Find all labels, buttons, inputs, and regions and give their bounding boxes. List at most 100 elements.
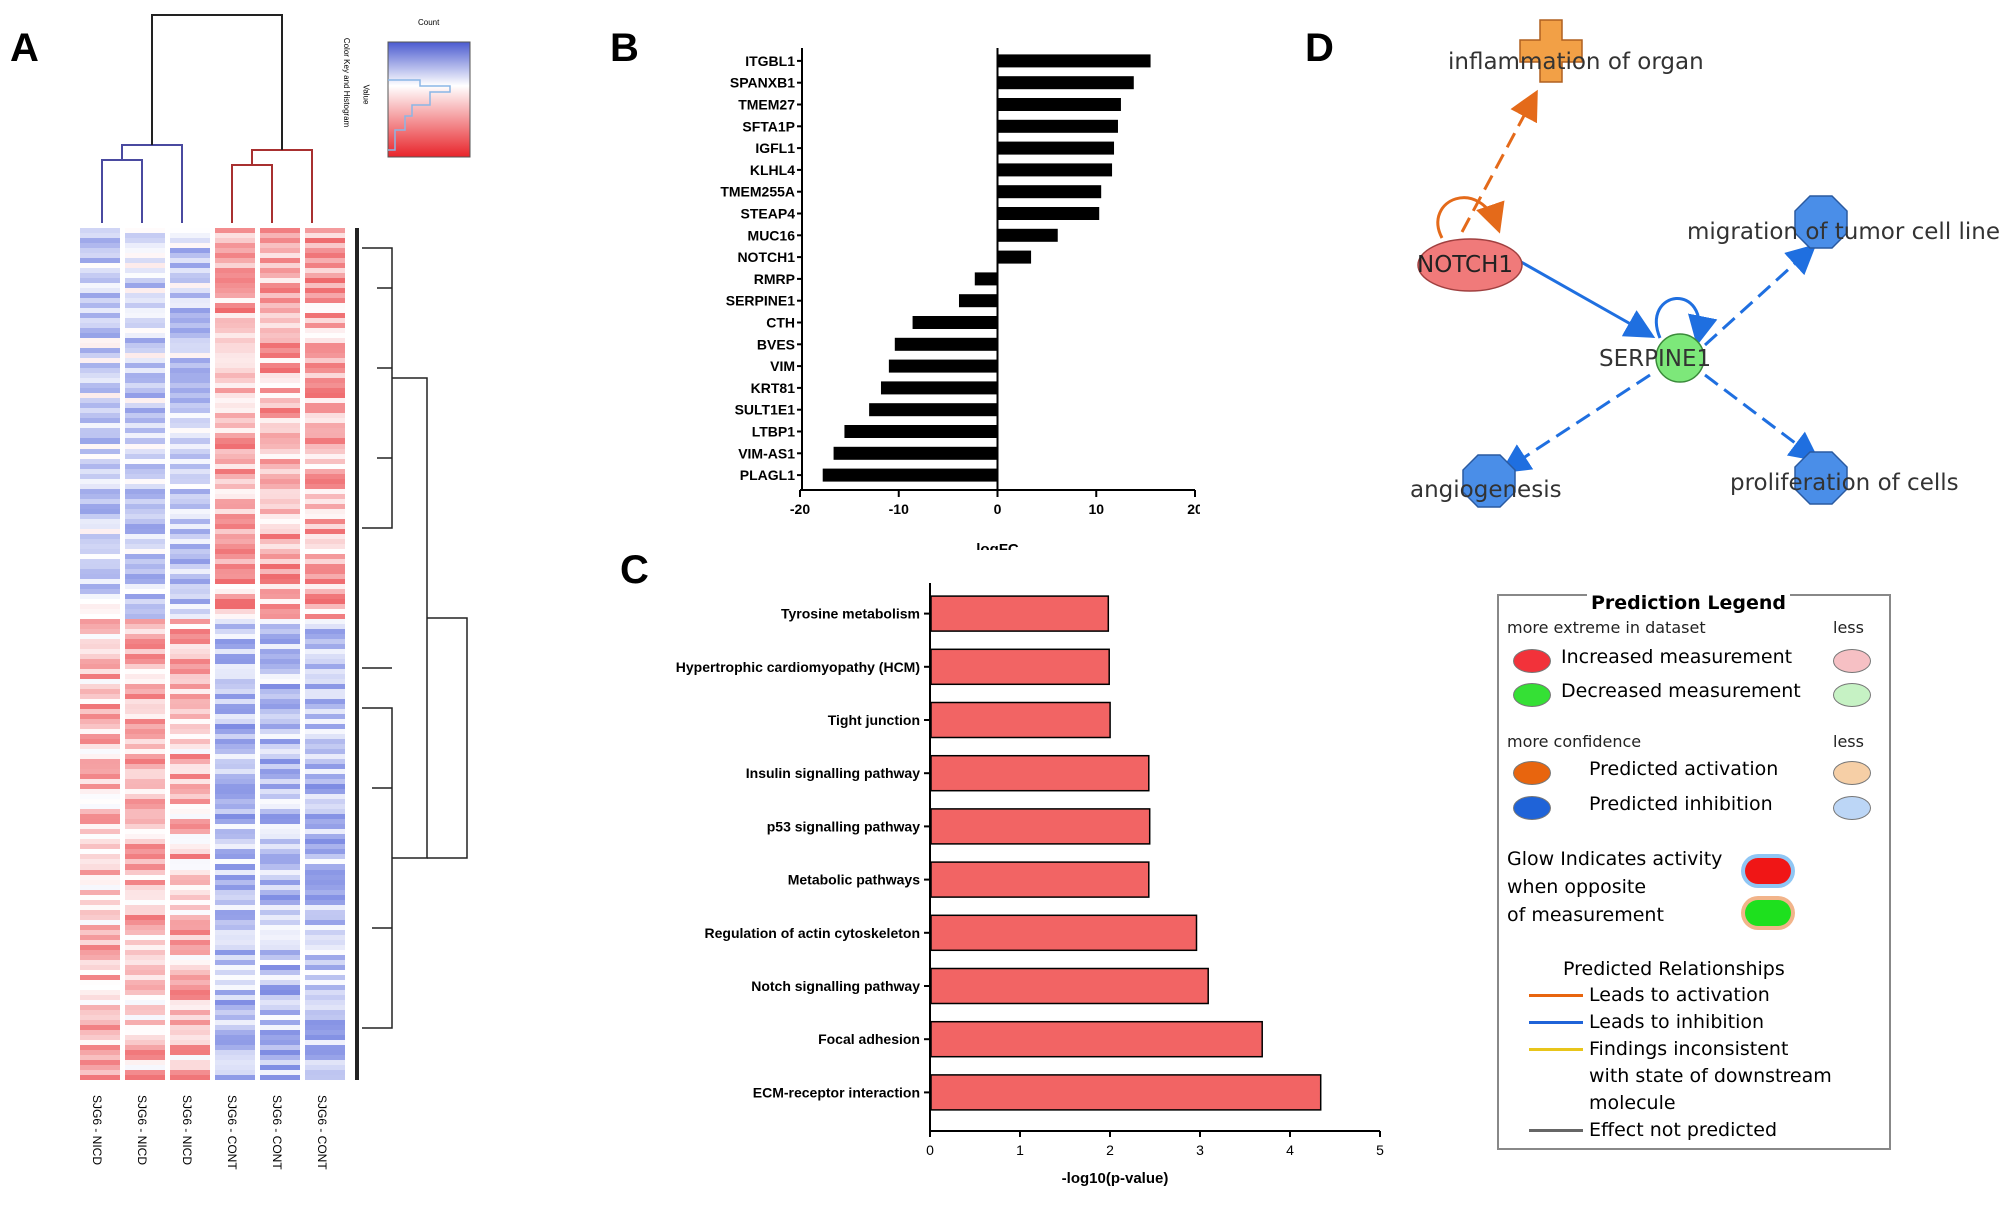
heatmap-grid: [80, 228, 350, 1081]
node-label-migration: migration of tumor cell lines: [1687, 219, 2000, 245]
legend-inhibition: Predicted inhibition: [1589, 793, 1773, 815]
node-angiogenesis-shape[interactable]: [1462, 454, 1516, 508]
pathway-bar: [930, 1074, 1322, 1111]
pathway-category-label: Metabolic pathways: [788, 872, 920, 888]
pathway-x-tick-label: 5: [1376, 1142, 1384, 1158]
logfc-category-label: ITGBL1: [745, 53, 795, 69]
pathway-bar: [930, 861, 1150, 898]
inhibition-less-oval-icon: [1833, 796, 1871, 820]
color-key-graphic: [387, 41, 471, 158]
logfc-category-label: KRT81: [751, 380, 796, 396]
prediction-legend: Prediction Legend more extreme in datase…: [1497, 592, 1891, 1150]
pathway-category-label: Regulation of actin cytoskeleton: [705, 925, 920, 941]
logfc-category-label: BVES: [757, 336, 795, 352]
column-dendrogram: [101, 14, 313, 223]
edge-serpine1-migration: [1703, 243, 1817, 347]
heatmap-column-label: SJG6 - CONT: [270, 1095, 284, 1170]
pathway-bar: [930, 648, 1110, 686]
legend-title: Prediction Legend: [1587, 592, 1790, 614]
logfc-bar: [974, 272, 998, 286]
heatmap-column: [260, 228, 300, 1081]
logfc-x-axis-label: logFC: [976, 541, 1019, 550]
logfc-bar: [912, 316, 998, 329]
increased-oval-icon: [1513, 649, 1551, 673]
legend-decreased: Decreased measurement: [1561, 680, 1801, 702]
logfc-category-label: SFTA1P: [742, 118, 795, 134]
pathway-category-label: Notch signalling pathway: [751, 978, 920, 994]
legend-glow-2: when opposite: [1507, 876, 1647, 898]
legend-rel-not-predicted: Effect not predicted: [1589, 1119, 1778, 1141]
logfc-bar: [997, 76, 1134, 90]
heatmap-column-label: SJG6 - CONT: [315, 1095, 329, 1170]
logfc-bar: [894, 337, 998, 351]
pathway-x-tick-label: 2: [1106, 1142, 1114, 1158]
edge-notch1-self: [1436, 196, 1505, 239]
pathway-x-tick-label: 0: [926, 1142, 934, 1158]
logfc-category-label: CTH: [766, 315, 795, 331]
panel-label-b: B: [610, 26, 639, 70]
logfc-category-label: LTBP1: [752, 424, 796, 440]
logfc-x-tick-label: 10: [1088, 501, 1104, 517]
logfc-bar: [997, 119, 1118, 133]
legend-rel-inhibition: Leads to inhibition: [1589, 1011, 1765, 1033]
logfc-chart: ITGBL1SPANXB1TMEM27SFTA1PIGFL1KLHL4TMEM2…: [720, 48, 1200, 550]
logfc-bar: [997, 141, 1115, 155]
legend-activation: Predicted activation: [1589, 758, 1779, 780]
legend-glow-1: Glow Indicates activity: [1507, 848, 1723, 870]
node-notch1-shape[interactable]: [1417, 238, 1523, 292]
logfc-bar: [997, 54, 1151, 68]
legend-relationships: Predicted Relationships: [1563, 958, 1785, 980]
node-proliferation-shape[interactable]: [1794, 451, 1848, 505]
network-panel: inflammation of organ NOTCH1 SERPINE1 mi…: [1380, 0, 2000, 520]
legend-less-label: less: [1833, 618, 1864, 637]
not-predicted-line-icon: [1529, 1129, 1583, 1132]
logfc-bar: [997, 250, 1032, 264]
dendro-branch: [151, 14, 283, 150]
pathway-category-label: ECM-receptor interaction: [753, 1084, 920, 1100]
node-label-angiogenesis: angiogenesis: [1410, 477, 1562, 503]
color-key: Count Color Key and Histogram Value: [342, 18, 500, 162]
pathway-bar: [930, 701, 1111, 739]
legend-increased: Increased measurement: [1561, 646, 1793, 668]
pathway-bar: [930, 754, 1150, 792]
node-label-inflammation: inflammation of organ: [1448, 49, 1704, 75]
pathway-category-label: Tight junction: [828, 712, 920, 728]
heatmap-column-label: SJG6 - NICD: [180, 1095, 194, 1166]
inhibition-oval-icon: [1513, 796, 1551, 820]
logfc-category-label: STEAP4: [741, 206, 796, 222]
edge-serpine1-proliferation: [1704, 373, 1820, 462]
node-migration-shape[interactable]: [1794, 195, 1848, 249]
activation-less-oval-icon: [1833, 761, 1871, 785]
logfc-x-tick-label: -10: [889, 501, 909, 517]
pathway-x-tick-label: 1: [1016, 1142, 1024, 1158]
pathway-category-label: Tyrosine metabolism: [781, 606, 920, 622]
edge-serpine1-self: [1654, 297, 1718, 346]
logfc-category-label: TMEM255A: [720, 184, 795, 200]
node-serpine1-shape[interactable]: [1655, 333, 1705, 383]
logfc-category-label: VIM-AS1: [738, 445, 795, 461]
dendro-branch: [251, 149, 313, 223]
heatmap-column: [305, 228, 345, 1081]
logfc-x-tick-label: -20: [790, 501, 810, 517]
pathway-x-axis-label: -log10(p-value): [1062, 1170, 1169, 1187]
key-value-label: Value: [361, 84, 371, 105]
heatmap-column-label: SJG6 - CONT: [225, 1095, 239, 1170]
heatmap-column: [170, 228, 210, 1081]
node-inflammation-shape[interactable]: [1519, 19, 1583, 83]
panel-label-d: D: [1305, 26, 1334, 70]
logfc-bar: [997, 207, 1100, 220]
pathway-bar: [930, 914, 1198, 952]
logfc-category-label: TMEM27: [738, 97, 795, 113]
network-graph: [1417, 19, 1848, 508]
pathway-category-label: Hypertrophic cardiomyopathy (HCM): [676, 659, 920, 675]
logfc-x-tick-label: 0: [994, 501, 1002, 517]
activation-line-icon: [1529, 994, 1583, 997]
pathway-bar: [930, 1020, 1263, 1058]
pathway-bar: [930, 595, 1110, 632]
node-label-serpine1: SERPINE1: [1599, 346, 1712, 372]
logfc-category-label: NOTCH1: [737, 249, 795, 265]
heatmap-column: [125, 228, 165, 1081]
activation-oval-icon: [1513, 761, 1551, 785]
pathway-category-label: p53 signalling pathway: [767, 818, 920, 834]
glow-red-icon: [1745, 858, 1791, 884]
